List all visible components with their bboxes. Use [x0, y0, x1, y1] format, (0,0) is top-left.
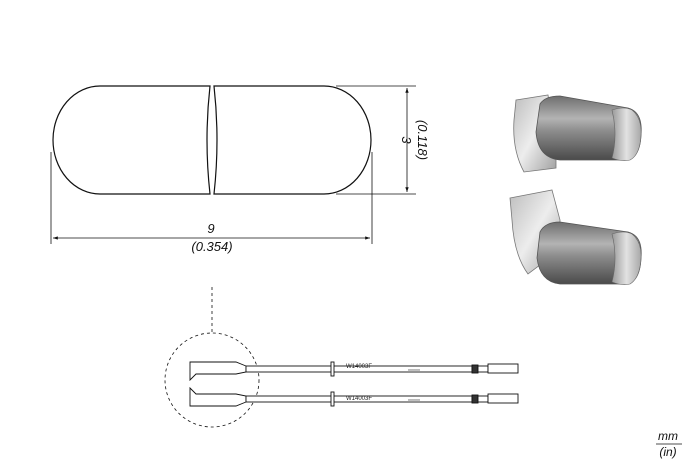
- detail-circle: [164, 332, 260, 428]
- tweezer-arm-top: [189, 361, 519, 382]
- bottom-arm-end-pin: [487, 393, 519, 404]
- top-arm-dark-ring: [471, 364, 479, 374]
- height-dimension: [336, 85, 416, 195]
- bottom-arm-part-number: W14003F: [346, 396, 372, 402]
- tip-outline: [52, 85, 372, 195]
- units-secondary-label: (in): [659, 445, 676, 459]
- bottom-arm-tip-hook: [189, 386, 247, 407]
- width-in-label: (0.354): [191, 239, 232, 254]
- tweezer-arm-bottom: [189, 386, 519, 407]
- top-arm-end-pin: [487, 363, 519, 374]
- tip-outline-right-half: [213, 85, 372, 195]
- bottom-arm-neck: [477, 395, 489, 403]
- bottom-arm-dark-ring: [471, 394, 479, 404]
- tip-outline-left-half: [52, 85, 211, 195]
- top-arm-neck: [477, 365, 489, 373]
- height-in-label: (0.118): [415, 120, 430, 160]
- height-mm-label: 3: [399, 136, 414, 144]
- width-mm-label: 9: [207, 221, 214, 236]
- units-primary-label: mm: [658, 429, 678, 443]
- tip-3d-lower: [509, 189, 642, 285]
- upper-cylinder-cap: [611, 107, 642, 161]
- lower-cylinder-cap: [611, 231, 642, 285]
- bottom-arm-band: [330, 391, 335, 407]
- top-arm-part-number: W14003F: [346, 364, 372, 370]
- top-arm-band: [330, 361, 335, 377]
- width-dimension: [50, 152, 373, 244]
- tip-3d-upper: [513, 94, 642, 173]
- top-arm-tip-hook: [189, 361, 247, 382]
- bottom-arm-small-marking: xxxxxx: [408, 397, 420, 402]
- top-arm-small-marking: xxxxxx: [408, 367, 420, 372]
